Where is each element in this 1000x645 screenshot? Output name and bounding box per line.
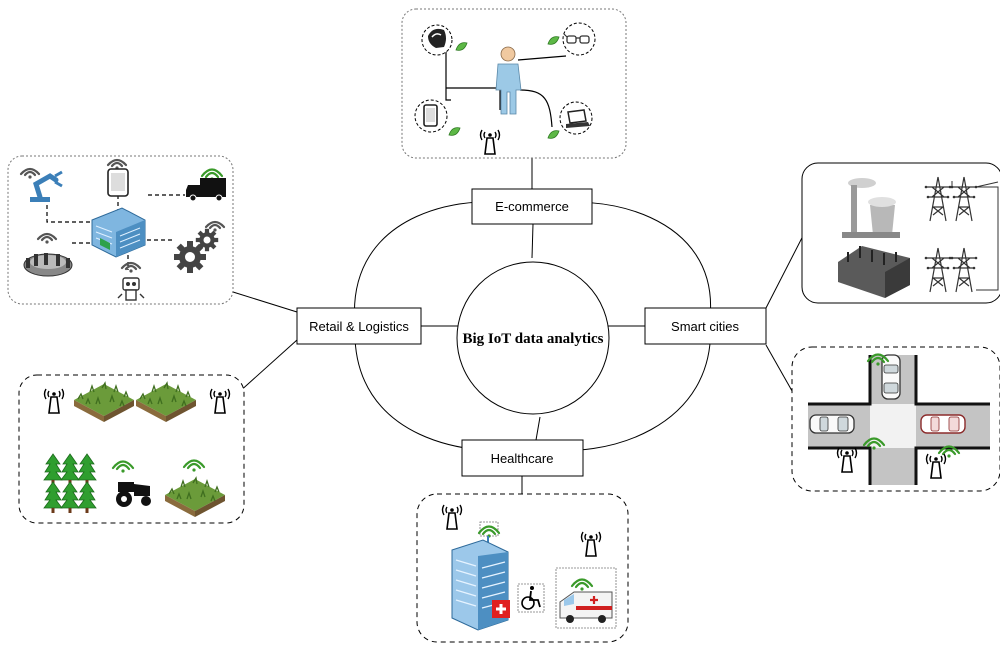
center-hub: Big IoT data analytics — [456, 261, 610, 415]
node-smart-cities-label: Smart cities — [671, 319, 739, 334]
panel-ecommerce — [401, 8, 627, 159]
smartphone-icon — [414, 99, 448, 133]
center-label: Big IoT data analytics — [463, 331, 604, 347]
person-icon — [495, 46, 522, 115]
warehouse-icon — [91, 207, 146, 258]
tree-icon — [43, 453, 97, 514]
wheelchair-icon — [517, 583, 545, 613]
tractor-icon — [116, 482, 151, 507]
node-healthcare[interactable]: Healthcare — [461, 439, 584, 477]
power-plant-icon — [842, 178, 900, 238]
node-ecommerce-label: E-commerce — [495, 199, 569, 214]
node-smart-cities[interactable]: Smart cities — [644, 307, 767, 345]
panel-energy — [801, 162, 1000, 304]
node-ecommerce[interactable]: E-commerce — [471, 188, 593, 225]
intersection-icon — [808, 355, 990, 485]
helmet-icon — [421, 24, 453, 56]
smartphone-icon — [106, 158, 129, 197]
conveyor-icon — [23, 232, 73, 277]
node-retail-logistics-label: Retail & Logistics — [309, 319, 409, 334]
truck-icon — [186, 168, 226, 202]
hospital-icon — [451, 521, 510, 631]
panel-retail-logistics — [7, 155, 234, 305]
robot-icon — [117, 261, 145, 301]
glasses-icon — [562, 22, 596, 56]
robot-arm-icon — [19, 167, 63, 202]
node-retail-logistics[interactable]: Retail & Logistics — [296, 307, 422, 345]
node-healthcare-label: Healthcare — [491, 451, 554, 466]
panel-traffic — [791, 346, 1000, 492]
car-icon — [809, 354, 966, 434]
substation-icon — [838, 246, 910, 298]
pylon-icon — [924, 176, 999, 293]
laptop-icon — [559, 101, 593, 135]
ambulance-icon — [555, 567, 617, 629]
panel-healthcare — [416, 493, 629, 643]
panel-agriculture — [18, 374, 245, 524]
